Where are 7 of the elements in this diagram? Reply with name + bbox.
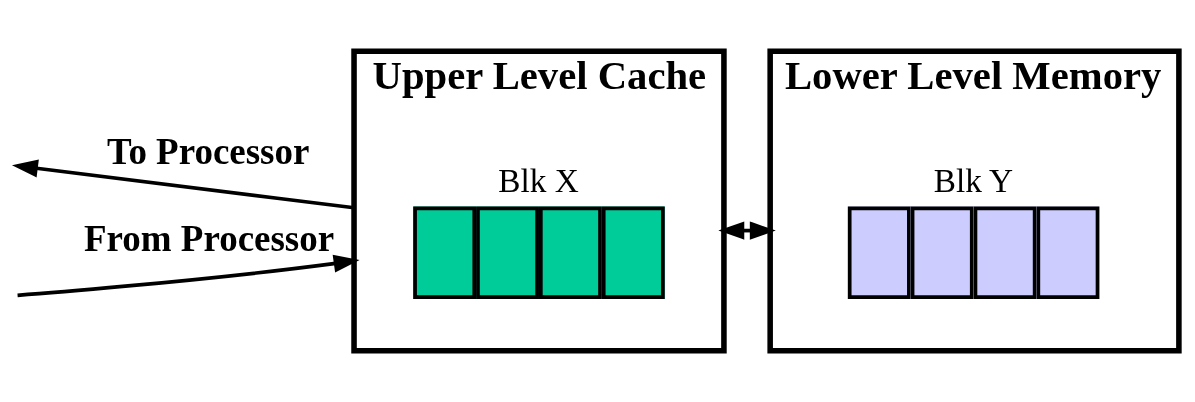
node-label: Blk Y (933, 162, 1014, 200)
node-label: Blk X (498, 162, 579, 200)
arrow (718, 221, 776, 240)
arrow (17, 254, 360, 298)
arrow (11, 159, 355, 210)
edge-label: To Processor (107, 131, 310, 173)
edge-label: From Processor (84, 217, 335, 259)
